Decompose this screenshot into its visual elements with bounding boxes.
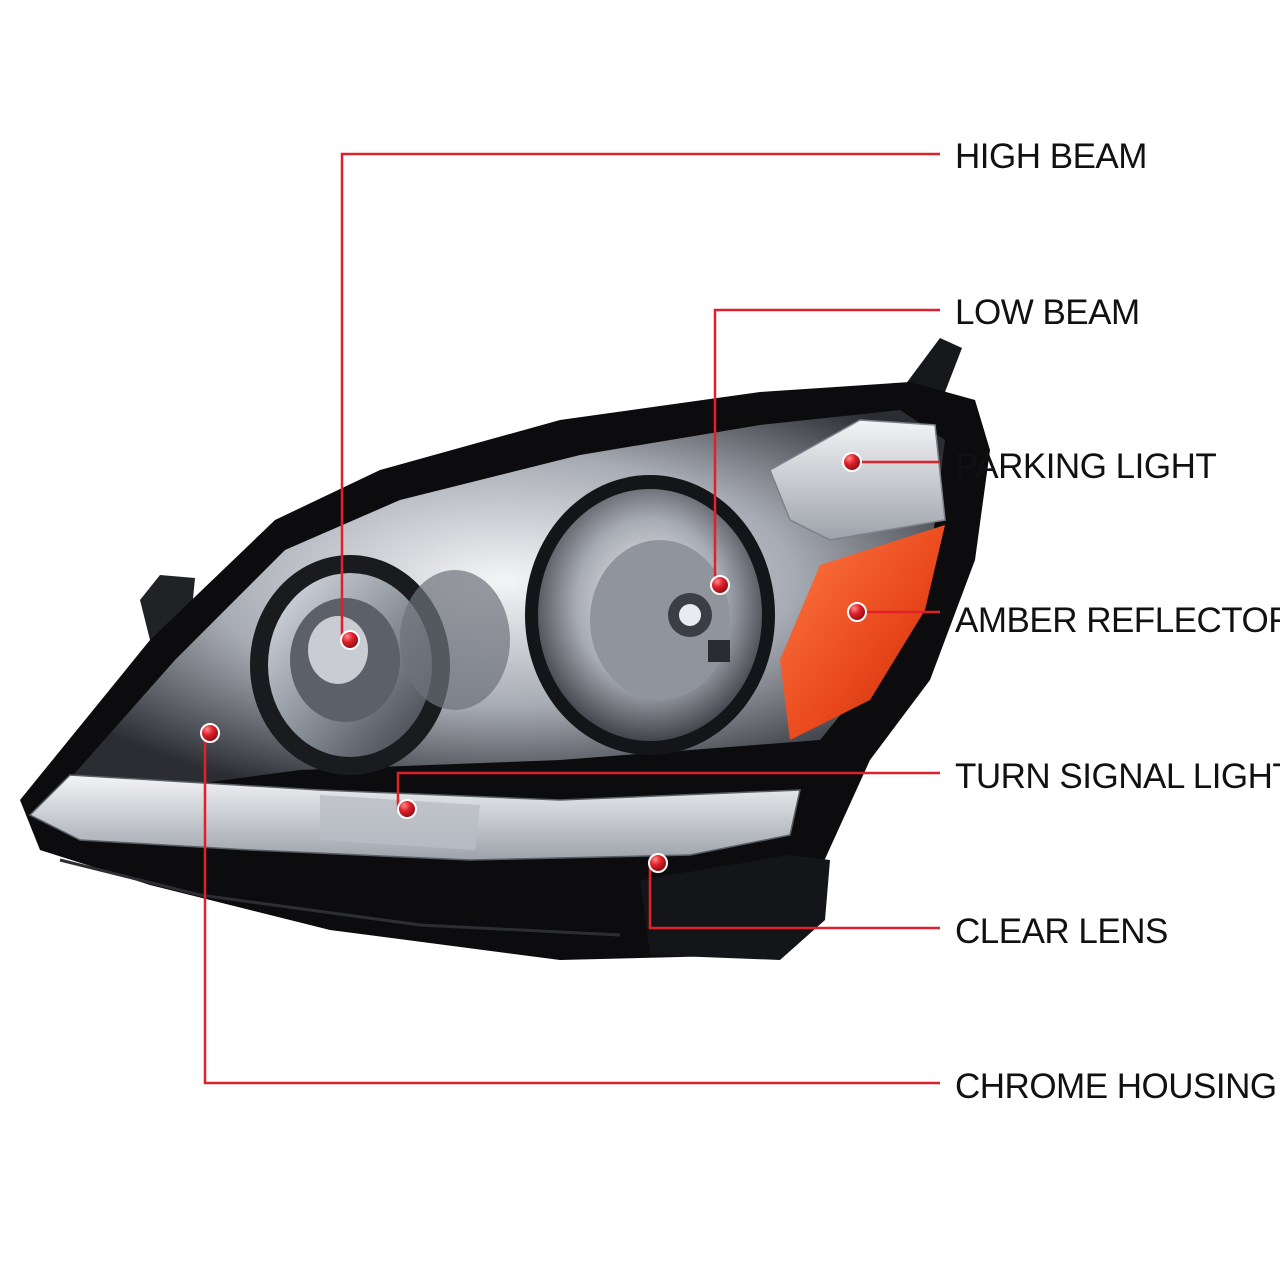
- callout-label: CHROME HOUSING: [955, 1067, 1277, 1106]
- callout-dot: [397, 799, 417, 819]
- low-beam-reflector: [525, 475, 775, 755]
- callout-dot: [842, 452, 862, 472]
- high-beam-projector: [250, 555, 510, 775]
- bottom-connector: [640, 855, 830, 960]
- callout-label: HIGH BEAM: [955, 137, 1147, 176]
- callout-dot: [710, 575, 730, 595]
- callout-turn-signal-light: TURN SIGNAL LIGHT: [396, 757, 1280, 819]
- callout-dot: [200, 723, 220, 743]
- callout-dot: [648, 853, 668, 873]
- callout-high-beam: HIGH BEAM: [340, 137, 1147, 650]
- callout-clear-lens: CLEAR LENS: [648, 853, 1168, 951]
- callout-amber-reflectors: AMBER REFLECTORS: [847, 601, 1280, 640]
- callout-chrome-housing: CHROME HOUSING: [200, 723, 1277, 1106]
- callout-label: LOW BEAM: [955, 293, 1140, 332]
- parking-light-lens: [769, 419, 946, 541]
- callout-label: TURN SIGNAL LIGHT: [955, 757, 1280, 796]
- lower-trim: [59, 858, 621, 937]
- turn-signal-bulb-housing: [320, 795, 480, 850]
- callout-dot: [847, 602, 867, 622]
- amber-reflector-lens: [780, 525, 945, 740]
- callout-low-beam: LOW BEAM: [710, 293, 1140, 595]
- callout-label: AMBER REFLECTORS: [955, 601, 1280, 640]
- callout-label: PARKING LIGHT: [955, 447, 1216, 486]
- callout-label: CLEAR LENS: [955, 912, 1168, 951]
- callout-dot: [340, 630, 360, 650]
- headlight-assembly: [20, 338, 990, 960]
- mounting-tab-top: [905, 338, 962, 392]
- callout-parking-light: PARKING LIGHT: [842, 447, 1217, 486]
